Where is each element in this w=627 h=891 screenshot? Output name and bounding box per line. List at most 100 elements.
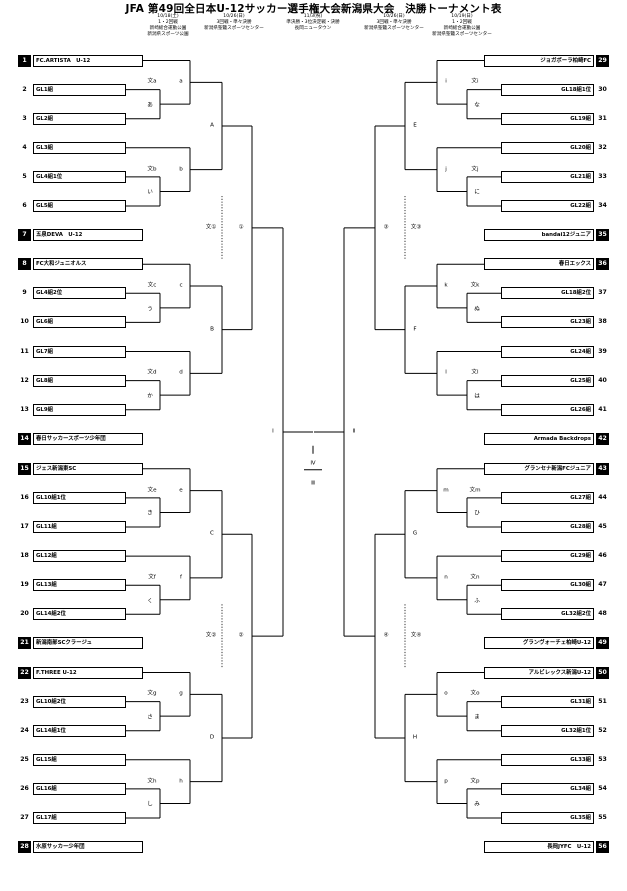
- team-name: GL30組: [570, 582, 591, 589]
- team-name: ジェス新潟東SC: [36, 465, 77, 472]
- team-name: GL9組: [36, 406, 54, 413]
- round2-label: l: [445, 369, 447, 376]
- team-row: 50 アルビレックス新潟U-12: [484, 666, 609, 679]
- round3-label: F: [413, 326, 417, 333]
- round1-label: ひ: [474, 510, 480, 517]
- team-name: GL18組1位: [561, 86, 591, 93]
- team-number: 55: [598, 814, 607, 821]
- team-number: 12: [20, 376, 29, 384]
- team-number: 37: [598, 289, 607, 297]
- team-name: アルビレックス新潟U-12: [528, 669, 591, 676]
- round1-ref-label: 文p: [470, 778, 480, 785]
- round3-label: D: [209, 734, 215, 741]
- team-number: 54: [598, 784, 607, 792]
- team-number: 22: [18, 666, 31, 679]
- team-name: GL13組: [36, 582, 57, 589]
- team-name: 春日サッカースポーツ少年団: [36, 435, 106, 442]
- round1-label: な: [474, 102, 480, 109]
- round2-label: k: [444, 282, 448, 289]
- team-name: bandai12ジュニア: [541, 232, 591, 239]
- team-number: 50: [596, 666, 609, 679]
- team-number: 10: [20, 318, 29, 326]
- team-number: 5: [22, 172, 27, 180]
- team-number: 43: [596, 462, 609, 475]
- team-name: GL28組: [570, 524, 591, 530]
- round2-label: e: [179, 487, 183, 494]
- team-number: 2: [22, 85, 27, 93]
- team-number: 25: [20, 755, 29, 763]
- team-name: 水原サッカー少年団: [36, 844, 85, 851]
- team-name: GL3組: [36, 144, 54, 151]
- round1-label: ふ: [474, 598, 480, 605]
- quarterfinal-ref-label: 文④: [410, 632, 422, 639]
- team-name: GL8組: [36, 377, 54, 384]
- quarterfinal-ref-label: 文②: [205, 632, 217, 639]
- team-name: GL34組: [570, 785, 591, 792]
- schedule-col-right-r1: 10/19(日)1・2回戦 新崎総合運動公園新潟県聖籠スポーツセンター: [432, 14, 492, 37]
- round1-label: ま: [474, 714, 480, 721]
- team-row: 45 GL28組: [501, 521, 607, 533]
- team-number: 16: [20, 493, 29, 501]
- team-number: 34: [598, 202, 607, 209]
- round1-ref-label: 文k: [470, 282, 480, 289]
- team-name: GL27組: [570, 494, 591, 501]
- team-number: 30: [598, 85, 607, 93]
- team-name: グランヴォーチェ柏崎U-12: [522, 640, 591, 647]
- round1-ref-label: 文n: [470, 574, 480, 581]
- team-row: 34 GL22組: [501, 200, 607, 212]
- team-name: Armada Backdrops: [533, 435, 591, 442]
- team-name: GL10組2位: [36, 698, 66, 705]
- round1-ref-label: 文a: [147, 78, 157, 85]
- team-number: 51: [598, 697, 607, 705]
- team-number: 11: [20, 347, 29, 355]
- team-row: 47 GL30組: [501, 579, 607, 592]
- final-label: Ⅳ: [310, 460, 316, 467]
- team-name: GL15組: [36, 756, 57, 763]
- team-number: 38: [598, 318, 607, 326]
- team-number: 15: [18, 462, 31, 475]
- team-name: GL24組: [570, 348, 591, 355]
- team-number: 47: [598, 581, 607, 589]
- round1-label: さ: [147, 714, 153, 721]
- team-name: GL35組: [570, 815, 591, 821]
- team-name: 長岡JYFC U-12: [547, 844, 591, 851]
- round2-label: p: [444, 778, 448, 785]
- team-name: GL33組: [570, 756, 591, 763]
- team-name: GL22組: [570, 203, 591, 209]
- team-row: 53 GL33組: [501, 753, 607, 766]
- team-number: 7: [18, 229, 31, 242]
- team-row: 12 GL8組: [20, 374, 126, 387]
- quarterfinal-label: ③: [383, 224, 389, 231]
- round3-label: C: [210, 530, 214, 537]
- team-number: 45: [598, 523, 607, 530]
- quarterfinal-label: ②: [238, 632, 244, 639]
- team-name: 新潟南部SCクラージュ: [36, 640, 92, 647]
- quarterfinal-ref-label: 文①: [205, 224, 217, 231]
- round1-ref-label: 文g: [147, 690, 157, 697]
- round1-ref-label: 文f: [148, 574, 156, 581]
- team-number: 53: [598, 755, 607, 763]
- round2-label: b: [179, 166, 183, 173]
- team-name: GL14組1位: [36, 727, 66, 734]
- team-name: GL4組2位: [36, 290, 63, 297]
- round2-label: f: [180, 574, 182, 581]
- team-number: 14: [18, 432, 31, 445]
- team-row: 54 GL34組: [501, 782, 607, 795]
- team-name: GL12組: [36, 553, 57, 560]
- team-number: 46: [598, 552, 607, 560]
